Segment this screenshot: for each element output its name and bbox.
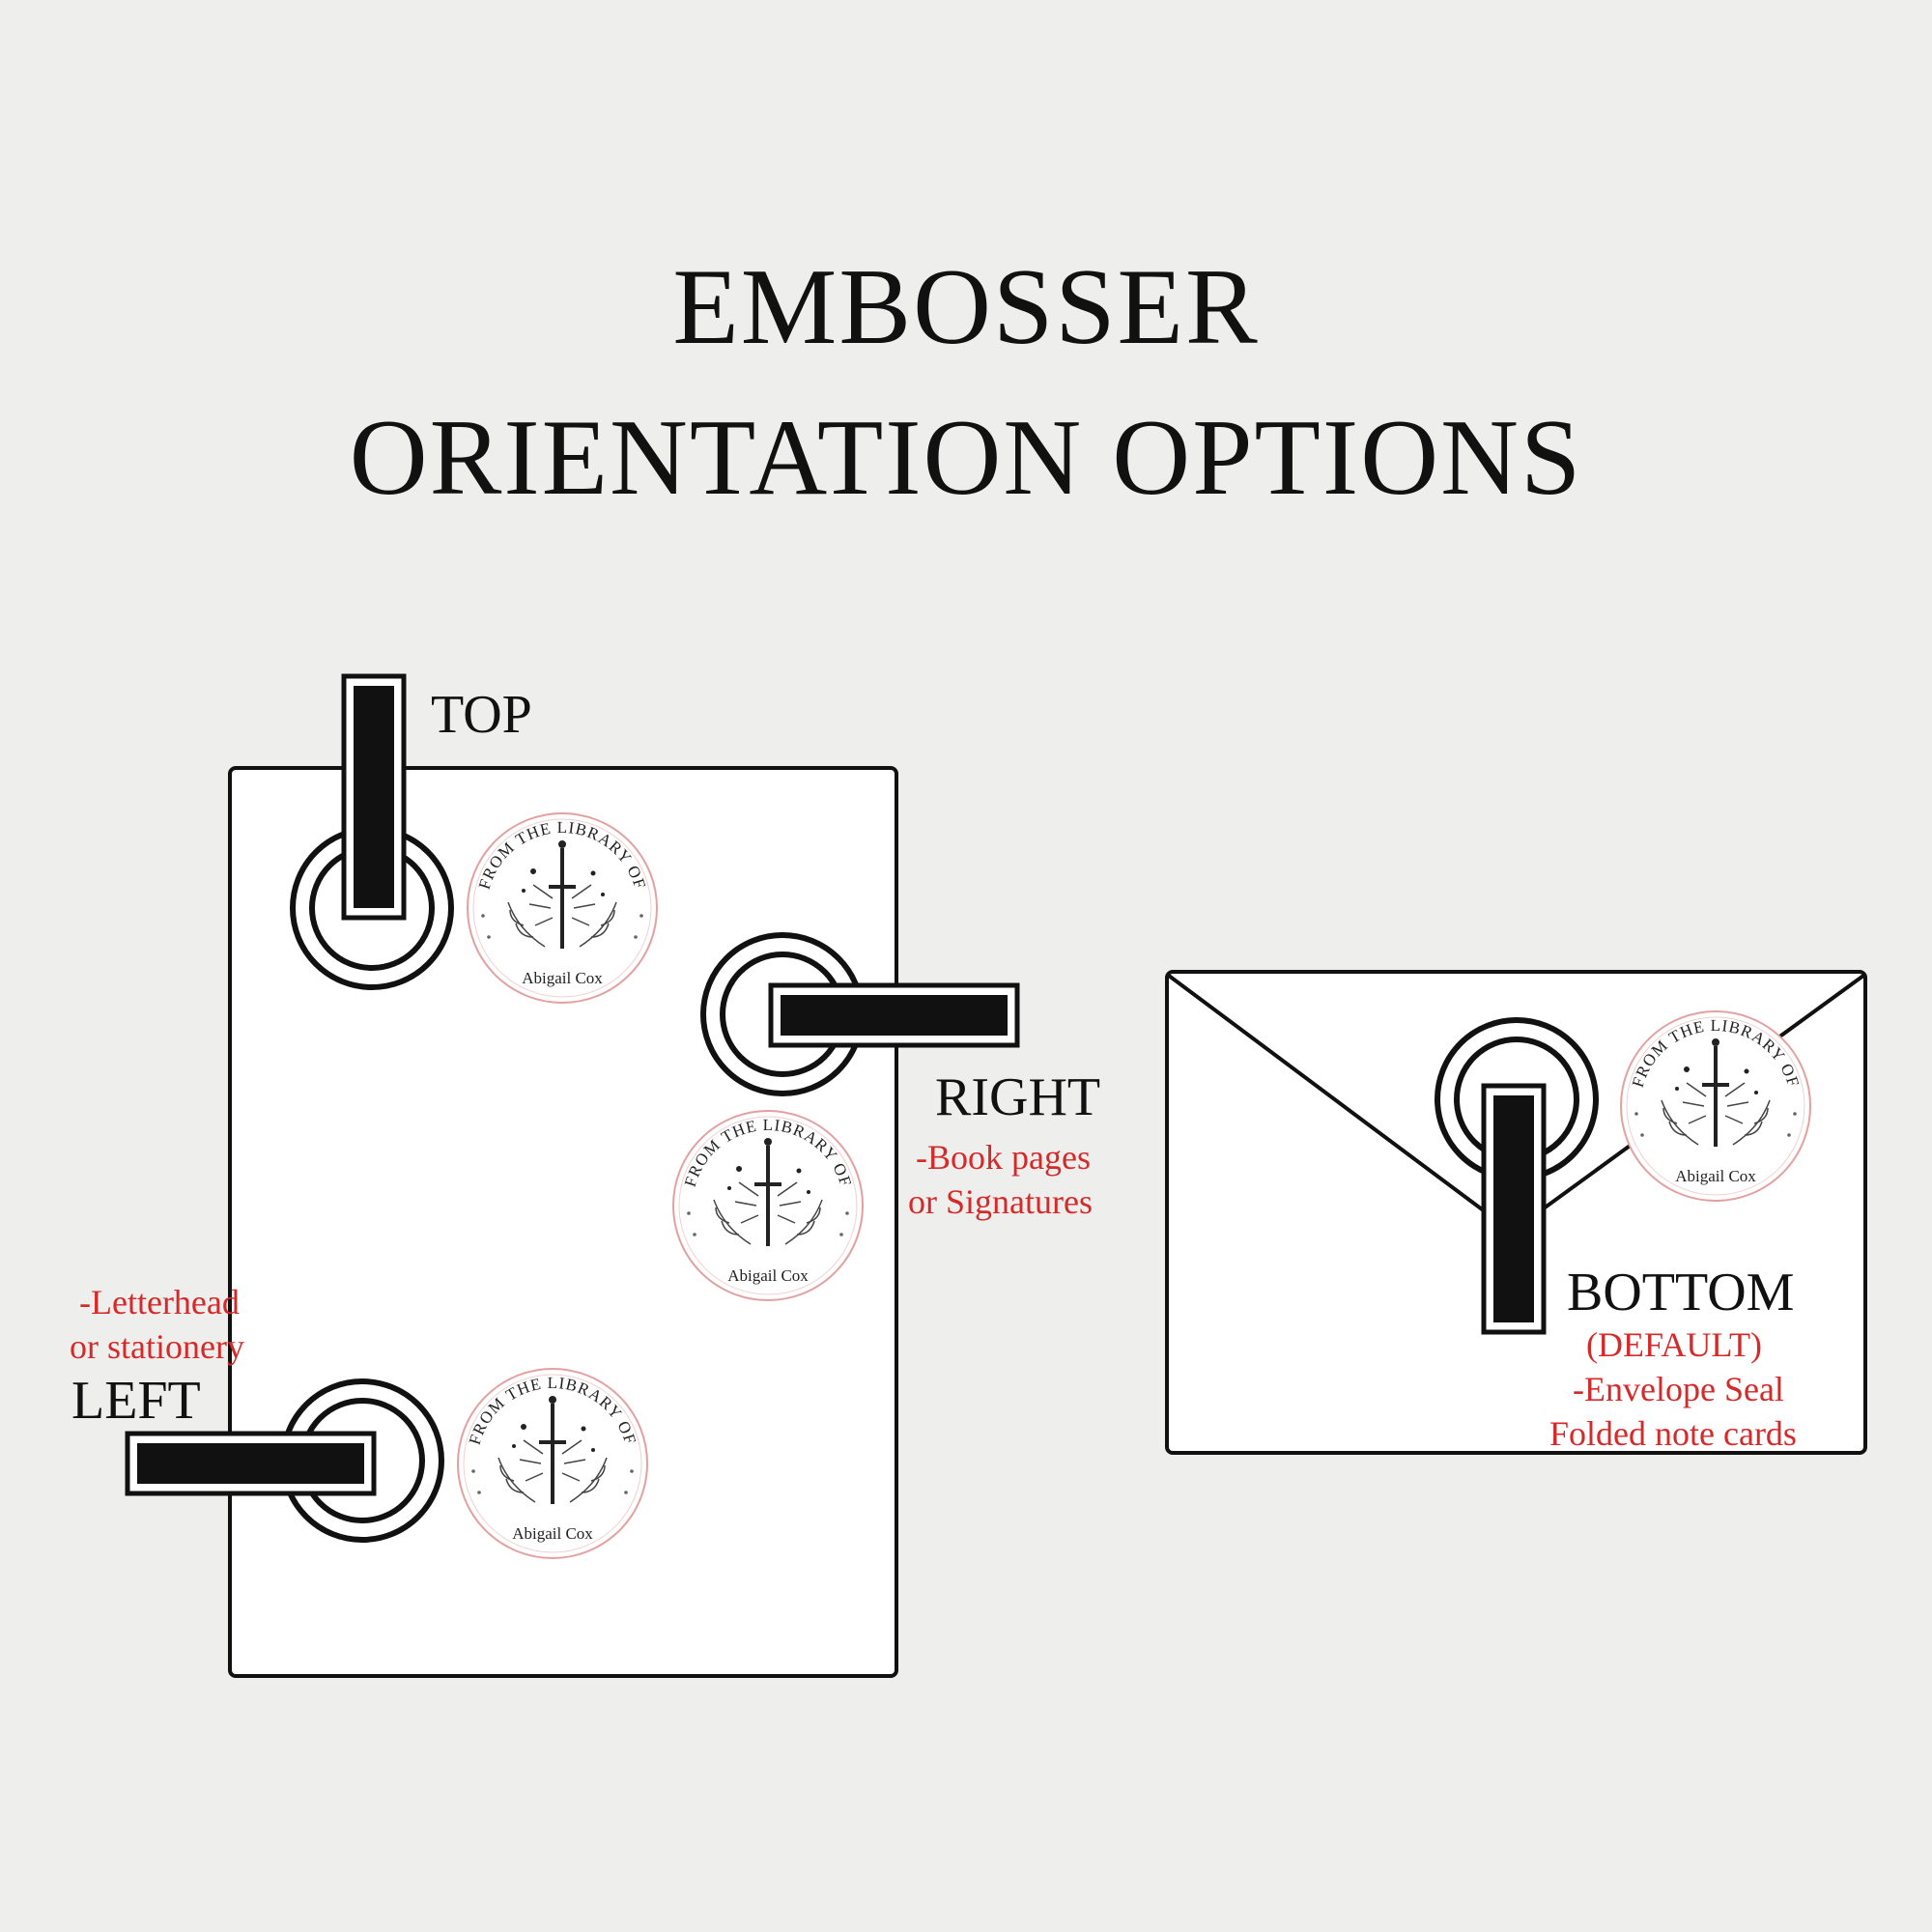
label-right-note-1: -Book pages	[916, 1138, 1091, 1177]
page-title-line-1: EMBOSSER	[672, 247, 1260, 367]
label-bottom: BOTTOM	[1567, 1263, 1795, 1322]
seal-envelope: FROM THE LIBRARY OF Abigail Cox	[1619, 1009, 1812, 1203]
label-bottom-note-2: Folded note cards	[1549, 1414, 1797, 1453]
seal-name: Abigail Cox	[522, 969, 603, 987]
bottom-embosser-icon	[1435, 1017, 1599, 1335]
label-top: TOP	[431, 685, 532, 745]
seal-right: FROM THE LIBRARY OF Abigail Cox	[671, 1109, 865, 1302]
page-title-line-2: ORIENTATION OPTIONS	[349, 398, 1583, 518]
label-bottom-note-1: -Envelope Seal	[1573, 1370, 1784, 1408]
seal-left: FROM THE LIBRARY OF Abigail Cox	[456, 1367, 649, 1560]
right-embosser-icon	[700, 932, 1020, 1096]
label-left: LEFT	[71, 1371, 201, 1431]
label-bottom-default: (DEFAULT)	[1586, 1325, 1762, 1364]
left-embosser-icon	[125, 1378, 444, 1543]
seal-top: FROM THE LIBRARY OF Abigail Cox	[466, 811, 659, 1005]
seal-name: Abigail Cox	[512, 1524, 593, 1543]
label-left-note-2: or stationery	[70, 1327, 244, 1366]
label-right-note-2: or Signatures	[908, 1182, 1093, 1221]
seal-name: Abigail Cox	[727, 1266, 809, 1285]
label-right: RIGHT	[935, 1067, 1101, 1127]
label-left-note-1: -Letterhead	[79, 1283, 240, 1321]
top-embosser-icon	[290, 673, 454, 990]
seal-name: Abigail Cox	[1675, 1167, 1756, 1185]
